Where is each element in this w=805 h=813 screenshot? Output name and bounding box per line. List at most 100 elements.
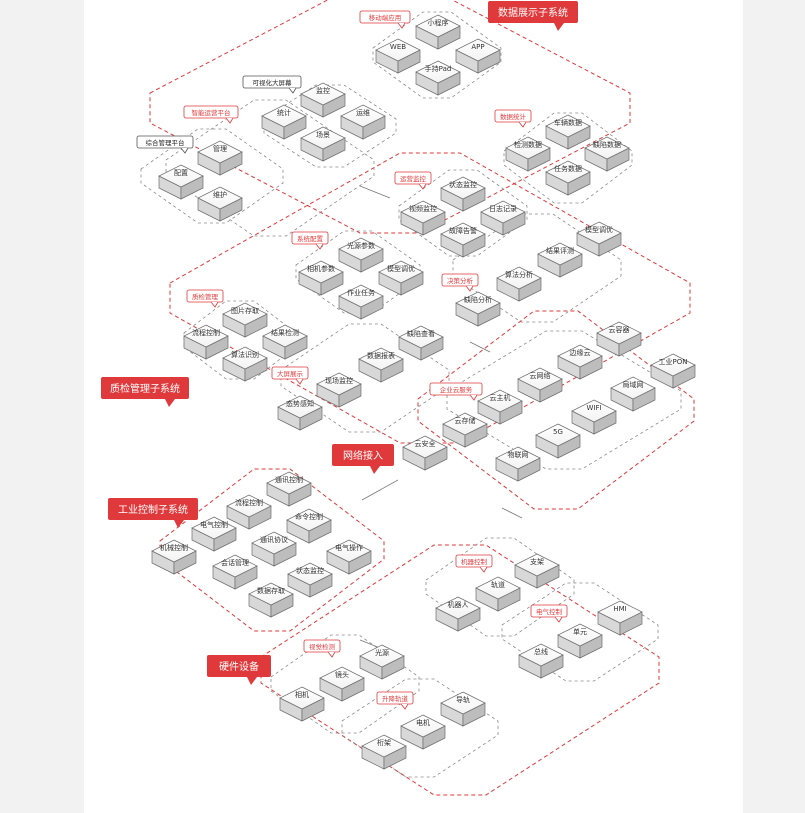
node-label: 云容器	[609, 325, 630, 334]
node-label: 轨道	[491, 580, 505, 589]
node-label: 电机	[416, 718, 430, 727]
node-job-task: 作业任务	[338, 284, 384, 320]
node-camera: 相机	[279, 686, 325, 722]
node-bracket: 支架	[514, 553, 560, 589]
node-ops: 运维	[340, 104, 386, 140]
node-manage: 管理	[197, 140, 243, 176]
svg-text:电气控制: 电气控制	[536, 607, 563, 616]
node-model-tune2: 模型调优	[576, 221, 622, 257]
node-log: 日志记录	[480, 200, 526, 236]
node-label: 结果检测	[271, 328, 299, 337]
node-cloud-sec: 云安全	[402, 435, 448, 471]
zone-ops-monitor	[398, 169, 528, 257]
node-label: 单元	[573, 627, 587, 636]
node-mini-program: 小程序	[415, 14, 461, 50]
node-unit: 单元	[557, 623, 603, 659]
node-label: 监控	[316, 86, 330, 95]
node-label: 运维	[356, 108, 370, 117]
node-elec-op: 电气操作	[326, 539, 372, 575]
node-flow-ctrl2: 流程控制	[226, 494, 272, 530]
node-cloud-box: 云容器	[596, 321, 642, 357]
group-tag-robot-control: 机器控制	[455, 554, 493, 573]
svg-text:质检管理: 质检管理	[192, 292, 219, 301]
node-label: 场景	[316, 130, 330, 139]
node-label: 算法分析	[505, 270, 533, 279]
node-data-store: 数据存取	[248, 582, 294, 618]
zone-mobile-app	[372, 11, 502, 99]
node-label: 局域网	[623, 380, 644, 389]
node-industrial-pon: 工业PON	[650, 353, 696, 389]
node-label: 云存储	[455, 416, 476, 425]
node-label: 态势感知	[286, 399, 314, 408]
svg-text:可视化大屏幕: 可视化大屏幕	[253, 78, 293, 87]
svg-text:升降轨道: 升降轨道	[382, 694, 409, 703]
node-mech-ctrl: 机械控制	[151, 539, 197, 575]
node-label: 结果评测	[546, 246, 574, 255]
system-title-quality: 质检管理子系统	[101, 377, 189, 407]
node-label: 5G	[553, 428, 563, 436]
node-label: 小程序	[428, 18, 449, 27]
system-title-network: 网络接入	[332, 444, 394, 474]
node-label: 日志记录	[489, 204, 517, 213]
node-label: 统计	[277, 108, 291, 117]
node-label: 车辆数据	[554, 118, 582, 127]
node-label: 会话管理	[221, 558, 249, 567]
node-track: 轨道	[475, 576, 521, 612]
zone-network	[417, 310, 695, 510]
node-label: 云主机	[490, 393, 511, 402]
node-cloud-host: 云主机	[477, 389, 523, 425]
node-light: 光源	[359, 644, 405, 680]
layer-connector	[361, 479, 399, 501]
node-label: 通讯协议	[260, 535, 288, 544]
svg-text:网络接入: 网络接入	[343, 449, 383, 462]
node-config: 配置	[158, 164, 204, 200]
system-title-data-display: 数据展示子系统	[488, 1, 578, 31]
zone-sys-config	[295, 230, 421, 314]
svg-text:数据展示子系统: 数据展示子系统	[498, 6, 568, 19]
node-label: 缺陷数据	[593, 140, 621, 149]
left-margin	[0, 0, 58, 813]
node-label: 检测数据	[514, 140, 542, 149]
node-scene: 场景	[300, 126, 346, 162]
node-vehicle-data: 车辆数据	[545, 114, 591, 150]
node-result-eval: 结果评测	[537, 242, 583, 278]
node-label: HMI	[613, 605, 626, 613]
group-tag-big-screen: 可视化大屏幕	[242, 75, 302, 94]
node-edge-cloud: 边缘云	[557, 344, 603, 380]
node-label: WIFI	[586, 404, 601, 412]
node-label: 流程控制	[192, 328, 220, 337]
layer-connector	[359, 185, 391, 199]
svg-text:视觉检测: 视觉检测	[309, 642, 336, 651]
node-label: 缺陷分析	[464, 295, 492, 304]
node-label: 配置	[174, 169, 188, 177]
node-frame: 桁架	[361, 734, 407, 770]
node-label: 云网络	[530, 371, 551, 380]
node-robot: 机器人	[435, 596, 481, 632]
node-stats: 统计	[261, 104, 307, 140]
node-label: 工业PON	[659, 357, 688, 366]
node-task-data: 任务数据	[545, 160, 591, 196]
layer-connector	[359, 639, 381, 649]
node-bus: 总线	[518, 643, 564, 679]
node-label: 维护	[213, 190, 227, 199]
svg-text:机器控制: 机器控制	[461, 557, 488, 566]
node-detect-data: 检测数据	[505, 136, 551, 172]
node-algo-recog: 算法识别	[222, 346, 268, 382]
node-label: 云安全	[415, 439, 436, 448]
node-label: 通讯控制	[275, 475, 303, 484]
layer-connector	[469, 341, 491, 353]
layer-connector	[501, 507, 523, 519]
node-hmi: HMI	[597, 600, 643, 636]
node-label: 光源参数	[347, 241, 375, 250]
node-status-monitor2: 状态监控	[287, 562, 333, 598]
node-algo-analysis: 算法分析	[496, 266, 542, 302]
node-label: WEB	[390, 43, 406, 51]
node-label: APP	[471, 43, 484, 51]
group-tag-enterprise-cloud: 企业云服务	[429, 382, 483, 401]
node-label: 缺陷查看	[407, 329, 435, 338]
node-label: 视频监控	[409, 204, 437, 213]
node-label: 状态监控	[296, 566, 324, 575]
node-label: 状态监控	[449, 180, 477, 189]
node-label: 支架	[530, 557, 544, 566]
